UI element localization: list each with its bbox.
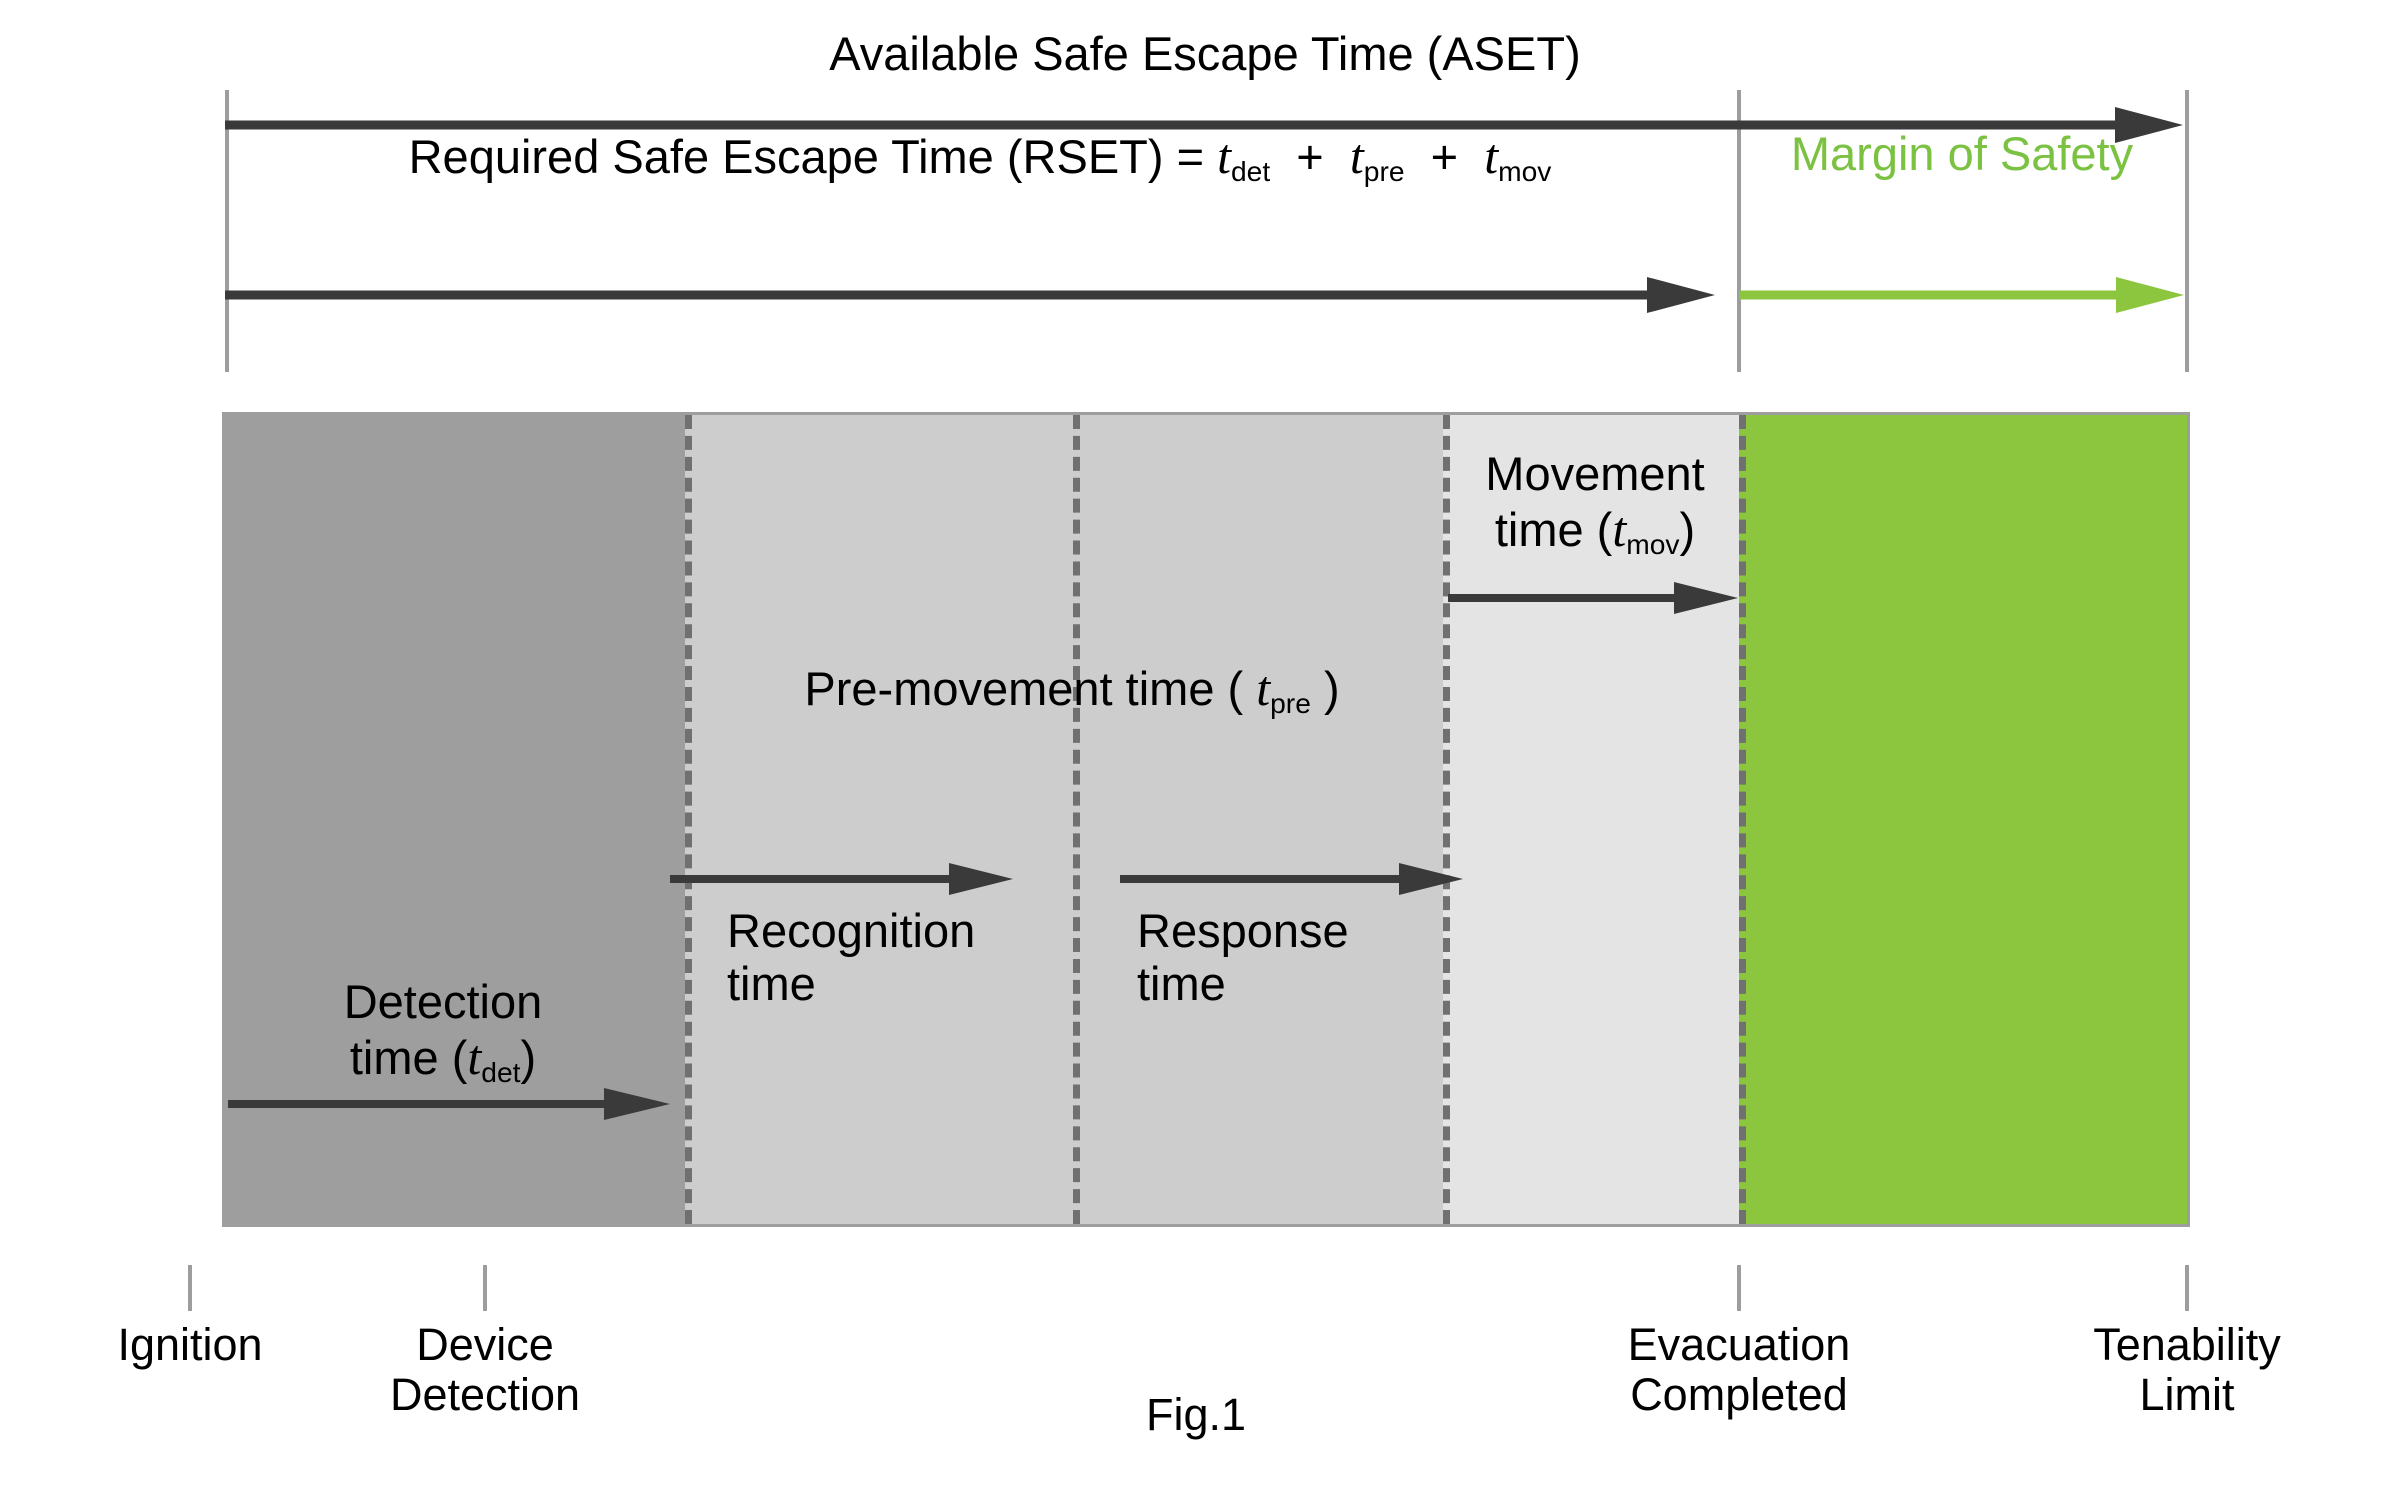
axis-tick-ignition [188,1265,192,1311]
recognition-time-arrow [670,863,1013,895]
axis-label-ignition-line1: Ignition [117,1319,263,1370]
pre-movement-prefix: Pre-movement time ( [804,662,1257,715]
pre-movement-symbol: t [1256,660,1271,716]
detection-time-label: Detection time (tdet) [343,975,543,1089]
margin-of-safety-label: Margin of Safety [1790,127,2134,180]
response-time-line1: Response [1137,904,1349,957]
axis-tick-tenability-limit [2185,1265,2189,1311]
axis-tick-device-detection [483,1265,487,1311]
detection-time-suffix: ) [520,1030,537,1084]
axis-label-evacuation-completed-line2: Completed [1630,1369,1848,1421]
response-time-line2: time [1137,956,1226,1010]
detection-time-line1: Detection [343,975,543,1028]
response-time-arrow [1120,863,1463,895]
detection-time-sub: det [481,1056,521,1089]
rset-plus-2: + [1404,130,1485,183]
response-time-label: Response time [1137,904,1349,1010]
movement-time-line2: time (tmov) [1485,500,1704,561]
axis-label-device-detection: Device Detection [389,1319,581,1421]
rset-term-pre-symbol: t [1349,128,1364,184]
axis-label-device-detection-line2: Detection [389,1369,581,1421]
timeline-bar [222,412,2190,1227]
movement-time-arrow [1448,582,1738,614]
band-response [1073,415,1443,1224]
ref-line-evacuation [1737,90,1741,372]
rset-plus-1: + [1270,130,1350,183]
margin-of-safety-arrow [1739,277,2184,313]
rset-label: Required Safe Escape Time (RSET) = tdet … [408,128,1552,188]
pre-movement-sub: pre [1270,687,1311,720]
axis-tick-evacuation-completed [1737,1265,1741,1311]
rset-term-det-sub: det [1231,155,1271,188]
axis-label-device-detection-line1: Device [416,1319,554,1370]
ref-line-tenability [2185,90,2189,372]
movement-time-label: Movement time (tmov) [1485,447,1705,561]
rset-term-det-symbol: t [1217,128,1231,184]
axis-label-evacuation-completed: Evacuation Completed [1627,1319,1851,1421]
recognition-time-line1: Recognition [727,904,976,957]
aset-arrow [225,107,2183,143]
axis-label-tenability-limit-line2: Limit [2139,1369,2235,1421]
pre-movement-suffix: ) [1310,662,1340,715]
detection-time-arrow [228,1088,670,1120]
band-recognition [685,415,1073,1224]
divider-recognition-response [1073,415,1080,1224]
axis-label-tenability-limit: Tenability Limit [2093,1319,2281,1421]
axis-label-ignition: Ignition [117,1319,263,1370]
divider-detection-recognition [685,415,692,1224]
rset-arrow [225,277,1715,313]
pre-movement-time-label: Pre-movement time ( tpre ) [804,660,1340,720]
rset-term-mov-sub: mov [1498,155,1552,188]
detection-time-prefix: time ( [349,1030,468,1084]
rset-term-pre-sub: pre [1363,155,1405,188]
divider-movement-margin [1739,415,1746,1224]
detection-time-symbol: t [467,1028,482,1085]
movement-time-prefix: time ( [1494,502,1613,556]
divider-response-movement [1443,415,1450,1224]
movement-time-symbol: t [1612,500,1627,557]
band-margin-of-safety [1739,415,2187,1224]
axis-label-tenability-limit-line1: Tenability [2093,1319,2281,1370]
movement-time-sub: mov [1626,528,1680,561]
figure-caption: Fig.1 [1145,1389,1247,1440]
recognition-time-label: Recognition time [727,904,976,1010]
rset-label-prefix: Required Safe Escape Time (RSET) = [408,130,1218,183]
aset-label: Available Safe Escape Time (ASET) [829,27,1581,80]
ref-line-ignition [225,90,229,372]
recognition-time-line2: time [727,956,816,1010]
band-movement [1443,415,1739,1224]
rset-term-mov-symbol: t [1484,128,1499,184]
movement-time-line1: Movement [1485,447,1705,500]
movement-time-suffix: ) [1679,502,1696,556]
detection-time-line2: time (tdet) [344,1028,543,1089]
axis-label-evacuation-completed-line1: Evacuation [1627,1319,1851,1370]
